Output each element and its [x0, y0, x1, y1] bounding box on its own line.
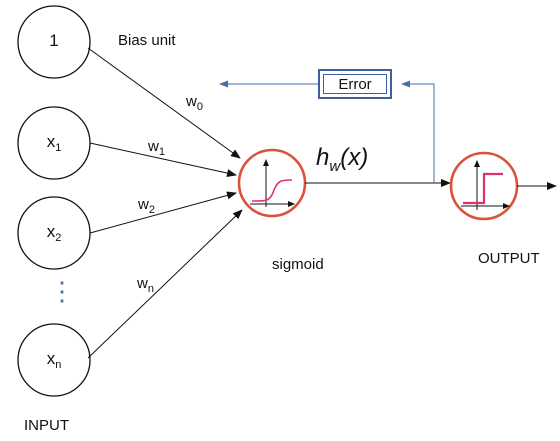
sigmoid-curve	[251, 179, 293, 202]
bias-node-label: 1	[49, 31, 59, 50]
edge-w2	[89, 191, 237, 234]
edge-w0	[87, 47, 241, 159]
error-box: Error	[318, 69, 392, 99]
step-curve	[463, 172, 503, 205]
ellipsis-dots: ⋮	[49, 276, 75, 306]
hypothesis-label: hw(x)	[316, 144, 369, 175]
input-x1-label: x1	[46, 132, 62, 154]
sigmoid-label: sigmoid	[272, 256, 324, 273]
weight-w2: w2	[138, 196, 155, 216]
bias-node	[17, 5, 91, 79]
feedback-line-right	[401, 80, 435, 183]
bias-unit-label: Bias unit	[118, 32, 176, 49]
input-node-xn	[17, 323, 91, 397]
input-label: INPUT	[24, 417, 69, 434]
error-label: Error	[323, 74, 387, 94]
weight-wn: wn	[137, 275, 154, 295]
weight-w0: w0	[186, 93, 203, 113]
edge-w1	[89, 142, 237, 177]
input-xn-label: xn	[46, 349, 62, 371]
input-x2-label: x2	[46, 222, 62, 244]
edge-wn	[87, 209, 243, 359]
weight-w1: w1	[148, 138, 165, 158]
output-label: OUTPUT	[478, 250, 540, 267]
sigmoid-node	[237, 148, 307, 218]
